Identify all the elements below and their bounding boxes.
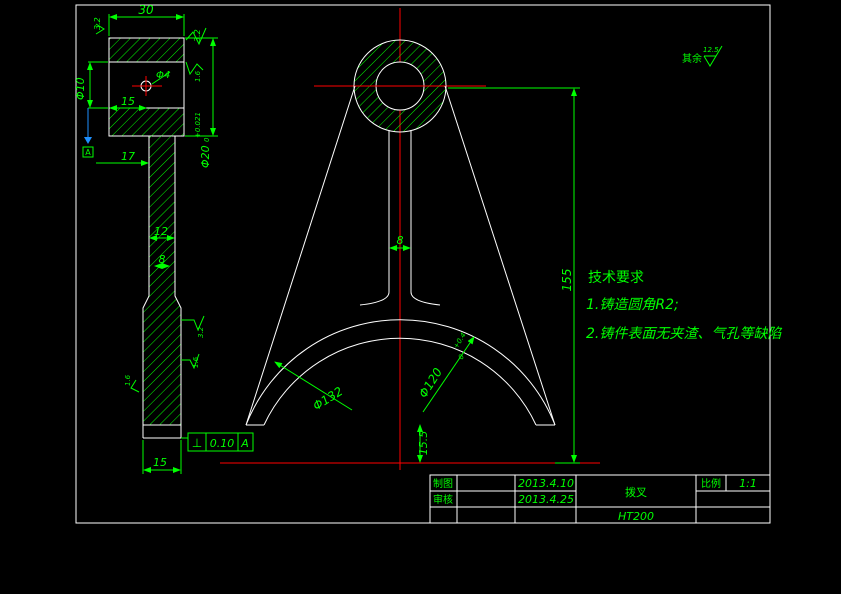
dim-bottom-15: 15 bbox=[153, 456, 167, 469]
tol-datum: A bbox=[240, 437, 249, 450]
dim-dia-10: Φ10 bbox=[74, 77, 87, 100]
dim-offset-15: 15 bbox=[121, 95, 135, 108]
drawn-label: 制图 bbox=[433, 477, 453, 490]
dim-offset-17: 17 bbox=[121, 150, 135, 163]
rough-top: 3.2 bbox=[93, 17, 102, 30]
rough-hole: 1.6 bbox=[194, 70, 202, 82]
dim-web-8: 8 bbox=[159, 253, 166, 266]
scale-label: 比例 bbox=[701, 477, 721, 490]
dim-height-155: 155 bbox=[560, 269, 574, 292]
dim-arc-outer: Φ132 bbox=[310, 384, 345, 413]
dim-rib-width: 8 bbox=[397, 234, 404, 247]
roughness-note-label: 其余 bbox=[682, 52, 702, 65]
checked-date: 2013.4.25 bbox=[518, 493, 574, 506]
dim-bore-tol-low: 0 bbox=[203, 137, 211, 142]
rough-left: 1.6 bbox=[124, 374, 132, 386]
dim-arc-inner-tol-low: 0 bbox=[457, 353, 466, 361]
datum-a-label: A bbox=[85, 148, 91, 157]
dim-height-15-5: 15.5 bbox=[417, 431, 430, 456]
roughness-note: 其余 12.5 bbox=[682, 45, 723, 67]
rough-mid: 3.2 bbox=[197, 326, 205, 338]
checked-label: 审核 bbox=[433, 493, 453, 506]
tech-req-item-1: 1.铸造圆角R2; bbox=[586, 297, 679, 313]
front-view: 8 155 15.5 Φ132 Φ120 +0.4 0 bbox=[220, 8, 600, 470]
title-block: 制图 2013.4.10 审核 2013.4.25 拨叉 比例 1:1 HT20… bbox=[429, 474, 771, 524]
roughness-check-icon bbox=[703, 45, 723, 67]
dim-width-30: 30 bbox=[138, 3, 154, 17]
dim-bore-tol: +0.021 bbox=[194, 112, 202, 138]
dim-bore-dia: Φ20 bbox=[199, 145, 212, 168]
side-section-view: A 30 3.2 3.2 Φ4 1.6 15 Φ10 Φ20 +0.021 0 … bbox=[74, 3, 218, 474]
dim-arc-inner-tol: +0.4 bbox=[452, 331, 468, 350]
perpendicularity-frame: ⊥ 0.10 A bbox=[187, 432, 254, 452]
tol-value: 0.10 bbox=[210, 437, 235, 450]
part-name: 拨叉 bbox=[625, 485, 647, 499]
technical-requirements: 技术要求 1.铸造圆角R2; 2.铸件表面无夹渣、气孔等缺陷 bbox=[586, 270, 782, 342]
drawn-date: 2013.4.10 bbox=[518, 477, 574, 490]
tech-req-item-2: 2.铸件表面无夹渣、气孔等缺陷 bbox=[586, 326, 782, 342]
web-section bbox=[142, 136, 182, 426]
dim-arc-inner: Φ120 bbox=[416, 365, 445, 400]
roughness-note-value: 12.5 bbox=[703, 46, 719, 54]
datum-triangle-icon bbox=[84, 137, 92, 144]
hub-section-top bbox=[108, 37, 185, 63]
rough-lower: 1.6 bbox=[192, 356, 200, 368]
hub-section-bottom bbox=[108, 107, 185, 137]
material: HT200 bbox=[618, 510, 654, 523]
dim-web-12: 12 bbox=[154, 225, 168, 238]
tech-req-title: 技术要求 bbox=[588, 270, 644, 286]
drawing-border bbox=[75, 4, 771, 524]
dim-hole-dia: Φ4 bbox=[156, 70, 170, 81]
scale-value: 1:1 bbox=[739, 477, 757, 490]
tol-symbol: ⊥ bbox=[192, 436, 202, 450]
datum-box bbox=[82, 146, 94, 158]
rough-right: 3.2 bbox=[193, 29, 202, 42]
